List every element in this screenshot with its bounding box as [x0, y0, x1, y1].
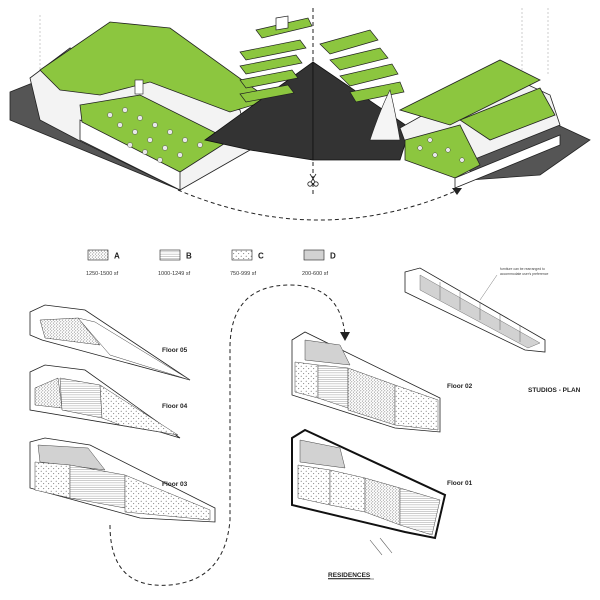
- floor-01-plan: Floor 01: [291, 428, 473, 556]
- legend-swatch: [303, 249, 325, 261]
- legend-swatch: [231, 249, 253, 261]
- floor-02-label: Floor 02: [447, 383, 473, 390]
- studios-plan: furniture can be rearranged to accommoda…: [404, 267, 581, 394]
- legend-range: 200-600 sf: [302, 271, 328, 277]
- legend: A 1250-1500 sf B 1000-1249 sf C 750-999 sf D 20…: [86, 249, 336, 277]
- floor-05-plan: Floor 05: [29, 304, 191, 381]
- note-leader: [479, 274, 498, 301]
- axonometric-view: [9, 8, 591, 221]
- floor-sequence-path: [109, 284, 346, 586]
- legend-item-b: B 1000-1249 sf: [158, 249, 192, 277]
- unfold-arrow-head: [452, 188, 462, 195]
- legend-item-d: D 200-600 sf: [302, 249, 336, 277]
- note-line-2: accommodate user's preference: [500, 272, 548, 276]
- left-wing: [9, 21, 271, 191]
- legend-range: 750-999 sf: [230, 271, 256, 277]
- center-wedge: [204, 15, 411, 161]
- floor-04-label: Floor 04: [162, 403, 188, 410]
- legend-range: 1250-1500 sf: [86, 271, 119, 277]
- floor-sequence-arrow-head: [340, 332, 350, 341]
- legend-swatch: [87, 249, 109, 261]
- legend-item-c: C 750-999 sf: [230, 249, 264, 277]
- note-line-1: furniture can be rearranged to: [500, 267, 545, 271]
- unfold-arrow: [177, 189, 459, 221]
- legend-range: 1000-1249 sf: [158, 271, 191, 277]
- studios-title: STUDIOS - PLAN: [528, 387, 581, 394]
- floor-02-plan: Floor 02: [291, 331, 473, 433]
- residences-title: RESIDENCES: [328, 572, 371, 579]
- floor-04-plan: Floor 04: [29, 364, 188, 439]
- legend-letter: C: [258, 252, 264, 261]
- legend-letter: A: [114, 252, 120, 261]
- legend-item-a: A 1250-1500 sf: [86, 249, 120, 277]
- right-wing: [398, 59, 591, 189]
- floor-03-label: Floor 03: [162, 481, 188, 488]
- legend-letter: B: [186, 252, 192, 261]
- floor-01-label: Floor 01: [447, 480, 473, 487]
- scissors-icon: [307, 173, 319, 187]
- floor-03-plan: Floor 03: [29, 437, 216, 523]
- floor-05-label: Floor 05: [162, 347, 188, 354]
- legend-swatch: [159, 249, 181, 261]
- legend-letter: D: [330, 252, 336, 261]
